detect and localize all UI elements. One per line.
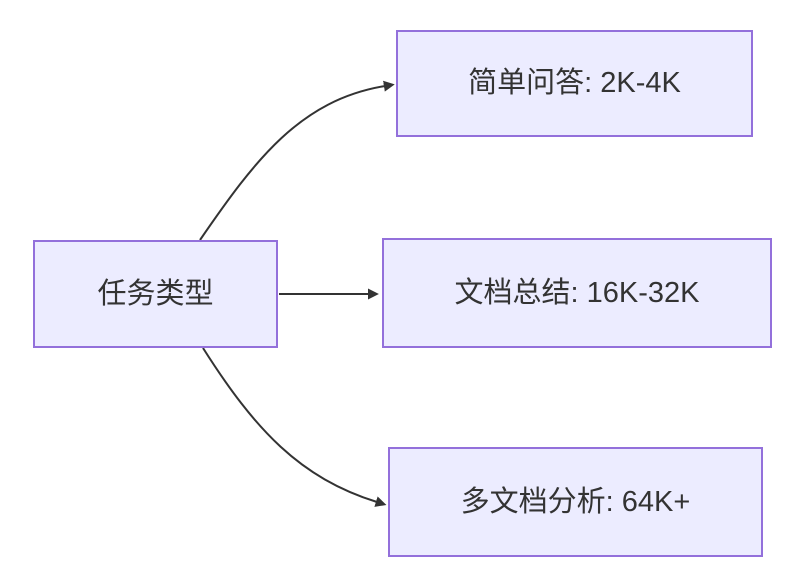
- node-task-type-label: 任务类型: [97, 277, 214, 310]
- node-doc-summary: 文档总结: 16K-32K: [382, 238, 772, 348]
- node-task-type: 任务类型: [33, 240, 278, 348]
- node-doc-summary-label: 文档总结: 16K-32K: [454, 276, 700, 309]
- edge-root-to-simple-qa: [199, 80, 395, 241]
- node-multi-doc-label: 多文档分析: 64K+: [460, 485, 691, 518]
- node-multi-doc: 多文档分析: 64K+: [388, 447, 763, 557]
- node-simple-qa-label: 简单问答: 2K-4K: [468, 67, 681, 100]
- node-simple-qa: 简单问答: 2K-4K: [396, 30, 753, 137]
- edge-root-to-multi-doc: [202, 347, 387, 507]
